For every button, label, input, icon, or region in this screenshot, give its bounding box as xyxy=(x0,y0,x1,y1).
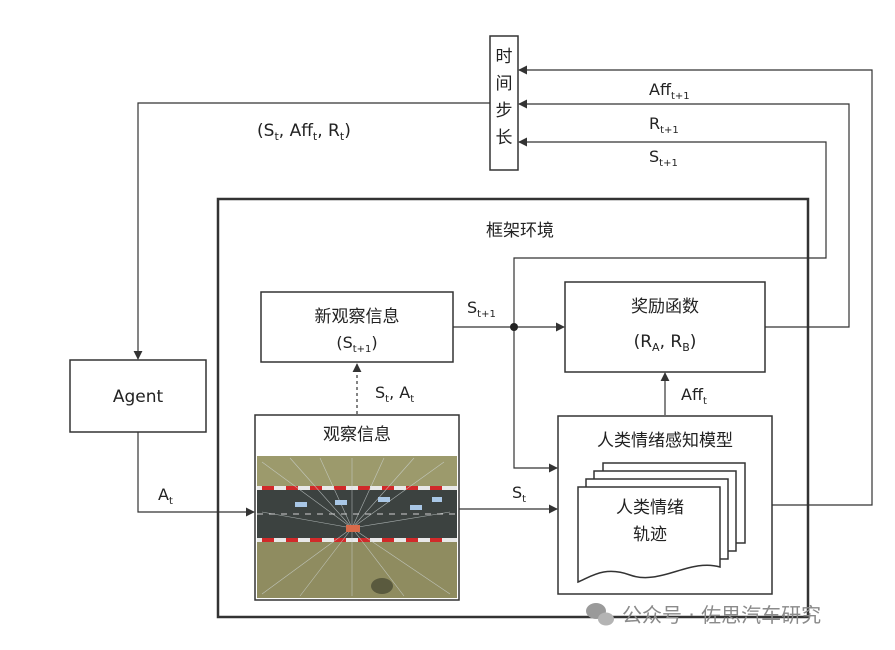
timestep-char-3: 步 xyxy=(496,101,513,121)
a-t-label: At xyxy=(158,485,173,507)
emotion-card-line1: 人类情绪 xyxy=(616,498,684,518)
junction-dot xyxy=(510,323,518,331)
new-observation-title: 新观察信息 xyxy=(315,307,400,327)
agent-box: Agent xyxy=(69,359,207,433)
emotion-model-title: 人类情绪感知模型 xyxy=(597,431,733,451)
connectors xyxy=(133,65,873,517)
timestep-char-1: 时 xyxy=(496,47,513,67)
timestep-char-2: 间 xyxy=(496,74,513,94)
arrow-state-to-timestep xyxy=(513,137,827,327)
aff-t-label: Afft xyxy=(681,385,707,407)
reward-function-box: 奖励函数 (RA, RB) xyxy=(564,281,766,373)
watermark: 公众号 · 佐思汽车研究 xyxy=(586,603,821,627)
emotion-model-box: 人类情绪感知模型 人类情绪 轨迹 xyxy=(557,415,773,595)
arrow-branch-to-emotion-model xyxy=(513,327,558,473)
emotion-trajectory-card xyxy=(577,486,721,584)
feedback-label: (St, Afft, Rt) xyxy=(257,121,351,143)
arrow-agent-to-observation xyxy=(137,432,255,517)
s-next-top-label: St+1 xyxy=(649,147,678,169)
observation-box: 观察信息 xyxy=(254,414,460,601)
watermark-text: 公众号 · 佐思汽车研究 xyxy=(622,603,821,627)
s-t-label: St xyxy=(512,483,526,505)
emotion-trajectory-stack: 人类情绪 轨迹 xyxy=(577,462,746,584)
st-at-label: St, At xyxy=(375,383,414,405)
timestep-box: 时 间 步 长 xyxy=(489,35,519,171)
wechat-icon xyxy=(586,603,614,626)
s-next-mid-label: St+1 xyxy=(467,298,496,320)
environment-title: 框架环境 xyxy=(486,221,554,241)
arrow-affect-to-timestep xyxy=(518,65,873,506)
agent-label: Agent xyxy=(113,387,164,407)
arrow-timestep-to-agent xyxy=(133,102,490,360)
aff-next-label: Afft+1 xyxy=(649,80,690,102)
reward-function-title: 奖励函数 xyxy=(631,297,699,317)
r-next-label: Rt+1 xyxy=(649,114,679,136)
arrow-reward-to-timestep xyxy=(518,99,850,328)
reward-function-params: (RA, RB) xyxy=(634,332,697,354)
observation-title: 观察信息 xyxy=(323,425,391,445)
new-observation-box: 新观察信息 (St+1) xyxy=(260,291,454,363)
emotion-card-line2: 轨迹 xyxy=(633,525,667,545)
environment-frame: 框架环境 xyxy=(216,197,810,619)
timestep-char-4: 长 xyxy=(496,128,513,148)
road-scene-image xyxy=(257,456,457,598)
